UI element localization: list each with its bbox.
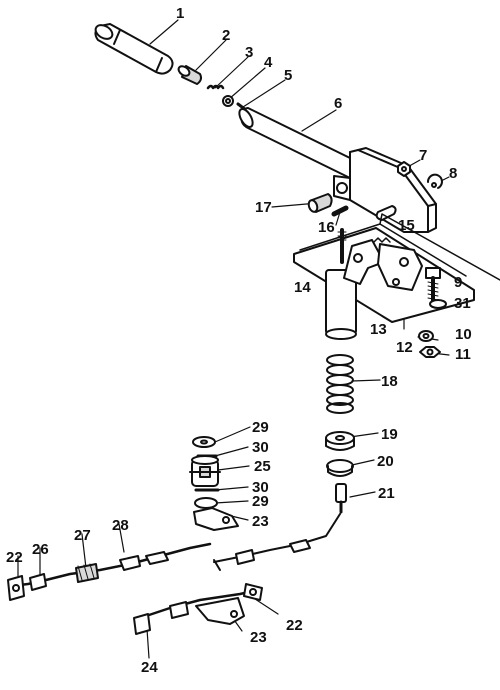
callout-21: 21 [378,485,395,502]
part-1-grip [94,23,174,75]
callout-14: 14 [294,279,311,296]
part-16-pin [331,205,349,217]
callout-2: 2 [222,27,230,44]
callout-28: 28 [112,517,129,534]
part-21-rod-end [335,483,347,514]
callout-9: 9 [454,274,462,291]
part-7-nut [397,161,411,177]
callout-12: 12 [396,339,413,356]
part-22-pin-left [7,575,25,601]
part-11-nut [419,346,441,358]
part-27-adjuster [75,563,99,583]
callout-20: 20 [377,453,394,470]
callout-18: 18 [381,373,398,390]
callout-labels: 1 2 3 4 5 6 7 8 9 10 11 12 13 14 15 16 1… [6,5,472,676]
part-8-clip [426,173,443,189]
callout-22-left: 22 [6,549,23,566]
part-26-clevis [29,573,47,591]
callout-15: 15 [398,217,415,234]
part-18-spring [326,354,354,414]
part-29-washer-bottom [194,497,218,509]
part-12-plate [377,243,423,291]
part-25-compensator [189,455,221,487]
part-31-washer [429,299,447,309]
callout-8: 8 [449,165,457,182]
part-19-cup [325,431,355,451]
part-20-ring [326,459,354,477]
callout-25: 25 [254,458,271,475]
callout-22-right: 22 [286,617,303,634]
part-24-clevis [133,613,151,635]
part-3-spring [206,84,225,90]
cable-assembly [10,513,341,588]
callout-23-lower: 23 [250,629,267,646]
callout-1: 1 [176,5,184,22]
callout-29-bottom: 29 [252,493,269,510]
part-4-washer [222,95,234,107]
part-6-lever [238,107,437,233]
part-23-link-upper [193,507,239,531]
callout-10: 10 [455,326,472,343]
callout-5: 5 [284,67,292,84]
leader-lines [17,19,450,659]
part-10-washer [418,330,434,342]
part-23-link-lower [195,597,245,625]
part-13-ratchet [343,237,391,285]
callout-6: 6 [334,95,342,112]
callout-7: 7 [419,147,427,164]
callout-27: 27 [74,527,91,544]
part-29-washer-top [192,436,216,448]
callout-16: 16 [318,219,335,236]
callout-24: 24 [141,659,158,676]
callout-23-upper: 23 [252,513,269,530]
callout-13: 13 [370,321,387,338]
callout-29-top: 29 [252,419,269,436]
callout-26: 26 [32,541,49,558]
callout-30-top: 30 [252,439,269,456]
callout-30-bottom: 30 [252,479,269,496]
part-17-bush [307,193,333,213]
part-2-sleeve [177,65,202,85]
callout-17: 17 [255,199,272,216]
callout-11: 11 [455,346,471,363]
callout-19: 19 [381,426,398,443]
callout-4: 4 [264,54,273,71]
callout-31: 31 [454,295,471,312]
callout-3: 3 [245,44,253,61]
part-22-pin-right [243,583,263,601]
